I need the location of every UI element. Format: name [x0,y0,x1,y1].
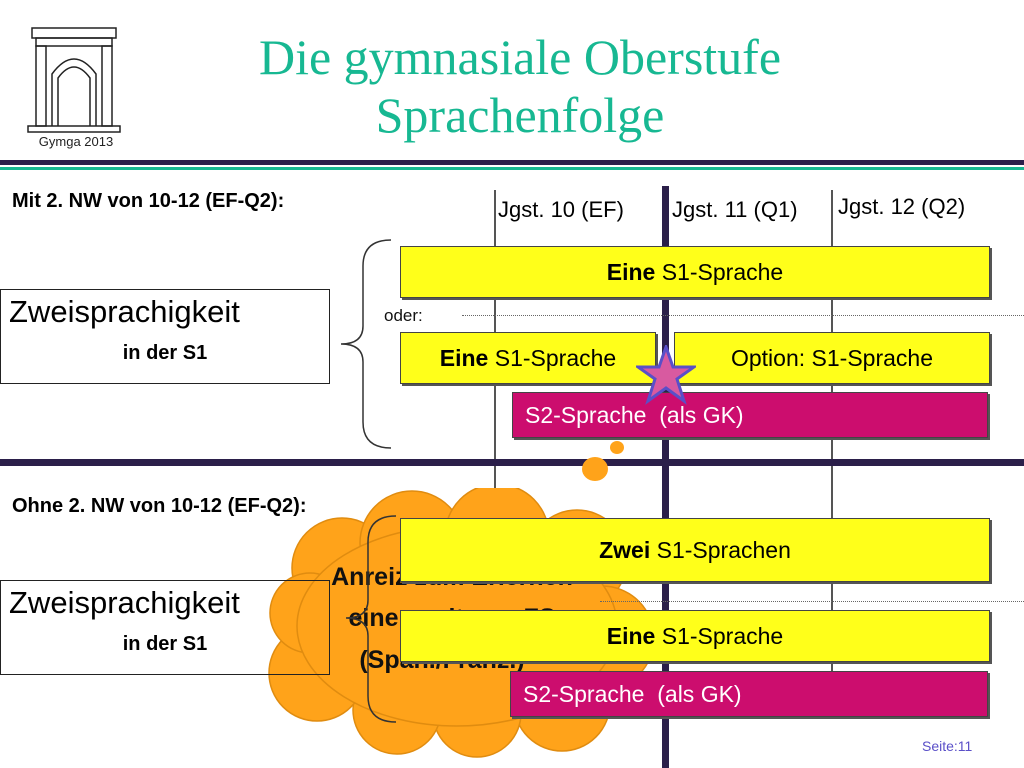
doorway-logo-icon [27,27,121,133]
s1-eine-text-1: S1-Sprache [655,258,784,285]
s1-eine-bold-2: Eine [439,344,489,371]
logo-caption: Gymga 2013 [38,134,114,149]
logo: Gymga 2013 [24,24,128,154]
title-line-1: Die gymnasiale Oberstufe [258,29,782,85]
oder-dotted-line [462,315,1024,316]
zweisprachigkeit-title-1: Zweisprachigkeit [9,294,240,329]
section2-dotted-line [600,601,1024,602]
brace-1-icon [340,239,392,449]
page-number: Seite:11 [922,738,973,754]
s1-eine-text-2: S1-Sprache [488,344,617,371]
column-header-jgst-11: Jgst. 11 (Q1) [670,197,800,223]
s2-bar-2: S2-Sprache (als GK) [510,671,988,717]
oder-label: oder: [384,306,423,325]
column-header-jgst-10: Jgst. 10 (EF) [496,197,626,223]
s1-zwei-bold: Zwei [599,536,651,563]
zweisprachigkeit-subtitle-2: in der S1 [122,633,208,655]
brace-2-icon [345,515,397,723]
column-line-10 [494,190,496,700]
s1-eine-text-3: S1-Sprache [655,622,784,649]
thought-bubble-medium [582,457,608,481]
zweisprachigkeit-box-2: Zweisprachigkeit in der S1 [0,580,330,675]
zweisprachigkeit-subtitle-1: in der S1 [122,342,208,364]
zweisprachigkeit-title-2: Zweisprachigkeit [9,585,240,620]
star-icon [636,345,696,405]
s2-bar-1: S2-Sprache (als GK) [512,392,988,438]
s1-zwei-text: S1-Sprachen [650,536,791,563]
thought-bubble-small [610,441,624,454]
s1-eine-bold-1: Eine [606,258,656,285]
column-line-11-thick [662,186,669,768]
section2-heading: Ohne 2. NW von 10-12 (EF-Q2): [12,495,307,517]
s1-eine-bar-3: Eine S1-Sprache [400,610,990,662]
section1-heading: Mit 2. NW von 10-12 (EF-Q2): [12,190,285,212]
column-header-jgst-12: Jgst. 12 (Q2) [836,194,968,220]
top-divider-accent [0,167,1024,170]
option-s1-text: Option: S1-Sprache [730,344,933,371]
s2-text-2: S2-Sprache (als GK) [523,680,742,707]
zweisprachigkeit-box-1: Zweisprachigkeit in der S1 [0,289,330,384]
s1-eine-bar-2: Eine S1-Sprache [400,332,656,384]
option-s1-bar: Option: S1-Sprache [674,332,990,384]
s1-zwei-bar: Zwei S1-Sprachen [400,518,990,582]
s1-eine-bar-1: Eine S1-Sprache [400,246,990,298]
title-line-2: Sprachenfolge [375,87,665,143]
top-divider [0,160,1024,165]
s1-eine-bold-3: Eine [606,622,656,649]
s2-text-1: S2-Sprache (als GK) [525,401,744,428]
column-line-12 [831,190,833,700]
middle-divider [0,459,1024,466]
